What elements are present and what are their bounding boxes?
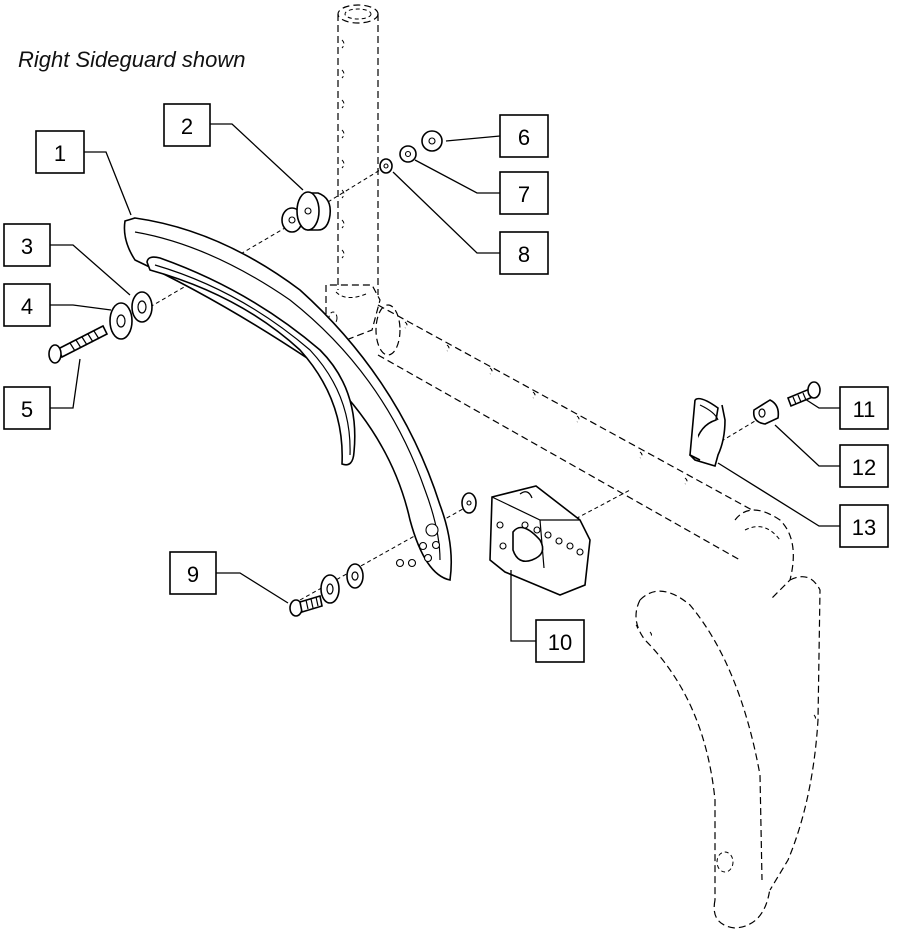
spacer-part — [281, 191, 332, 233]
callout-7: 7 — [499, 171, 549, 215]
callout-4-number: 4 — [21, 294, 33, 319]
callout-10: 10 — [535, 619, 585, 663]
callout-11-number: 11 — [853, 397, 876, 422]
callout-9-number: 9 — [187, 562, 199, 587]
callout-12-number: 12 — [852, 455, 876, 480]
callout-13-number: 13 — [852, 515, 876, 540]
diagram-caption: Right Sideguard shown — [18, 47, 245, 72]
callout-5-number: 5 — [21, 397, 33, 422]
callout-10-number: 10 — [548, 630, 572, 655]
callout-7-number: 7 — [518, 182, 530, 207]
callout-8: 8 — [499, 231, 549, 275]
bracket-part — [489, 485, 591, 596]
hardware-6-7-8 — [379, 130, 443, 174]
callout-2: 2 — [163, 103, 211, 147]
callout-5: 5 — [3, 386, 51, 430]
callout-9: 9 — [169, 551, 217, 595]
callout-8-number: 8 — [518, 242, 530, 267]
washers-3-4 — [109, 291, 153, 340]
screw-9-assembly — [289, 492, 477, 617]
callout-6: 6 — [499, 114, 549, 158]
sideguard-part — [123, 217, 453, 581]
callout-6-number: 6 — [518, 125, 530, 150]
assembly-centerlines — [149, 169, 761, 601]
callout-12: 12 — [839, 444, 889, 488]
screw-5 — [48, 324, 109, 364]
callout-2-number: 2 — [181, 114, 193, 139]
wheelchair-frame-phantom — [325, 4, 821, 929]
callout-13: 13 — [839, 504, 889, 548]
callout-11: 11 — [839, 386, 889, 430]
callout-1-number: 1 — [54, 141, 66, 166]
callout-4: 4 — [3, 283, 51, 327]
clamp-assembly-11-12-13 — [689, 381, 821, 468]
callout-3: 3 — [3, 223, 51, 267]
callout-3-number: 3 — [21, 234, 33, 259]
callout-1: 1 — [35, 130, 85, 174]
leader-lines — [50, 123, 840, 642]
